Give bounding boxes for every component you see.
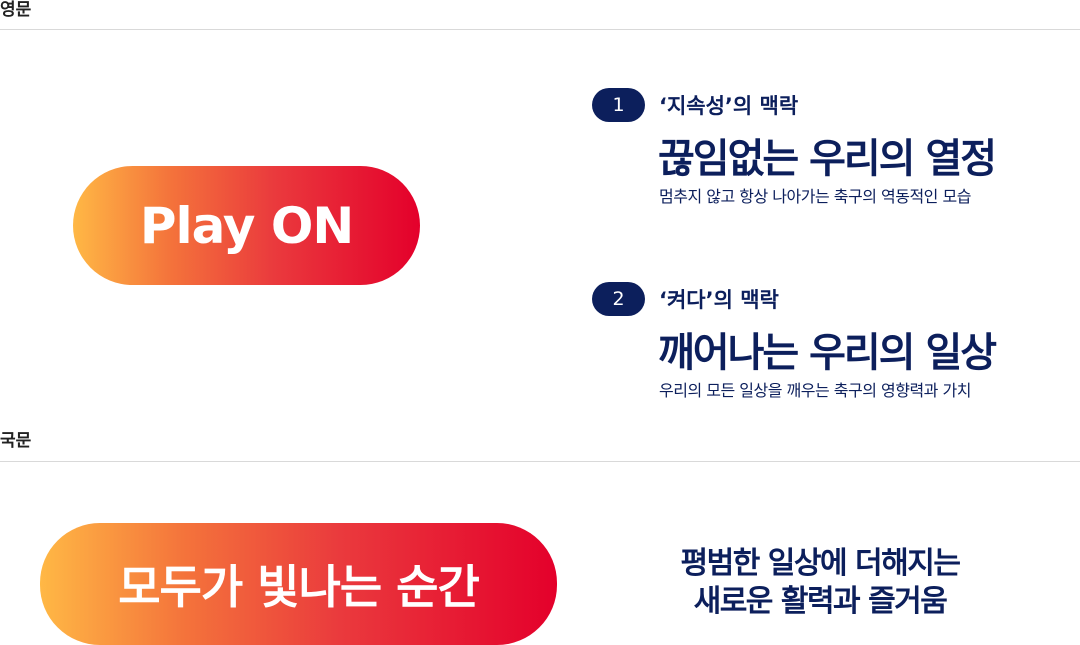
tagline-line-2: 새로운 활력과 즐거움 <box>693 584 948 619</box>
context-heading: 깨어나는 우리의 일상 <box>658 330 997 376</box>
play-on-pill: Play ON <box>73 166 420 285</box>
korean-tagline: 평범한 일상에 더해지는 새로운 활력과 즐거움 <box>640 545 1000 621</box>
play-on-text: Play ON <box>139 196 354 255</box>
section-label-english: 영문 <box>0 0 32 20</box>
context-label: ‘켜다’의 맥락 <box>659 288 779 312</box>
context-description: 멈추지 않고 항상 나아가는 축구의 역동적인 모습 <box>659 187 971 206</box>
context-label: ‘지속성’의 맥락 <box>659 94 799 118</box>
section-divider-english <box>0 29 1080 30</box>
korean-slogan-text: 모두가 빛나는 순간 <box>118 560 480 614</box>
korean-slogan-pill: 모두가 빛나는 순간 <box>40 523 557 645</box>
number-badge: 1 <box>592 88 645 122</box>
context-description: 우리의 모든 일상을 깨우는 축구의 영향력과 가치 <box>659 381 971 400</box>
section-label-korean: 국문 <box>0 431 32 451</box>
context-heading: 끊임없는 우리의 열정 <box>658 136 997 182</box>
tagline-line-1: 평범한 일상에 더해지는 <box>680 546 961 581</box>
number-badge: 2 <box>592 282 645 316</box>
section-divider-korean <box>0 461 1080 462</box>
